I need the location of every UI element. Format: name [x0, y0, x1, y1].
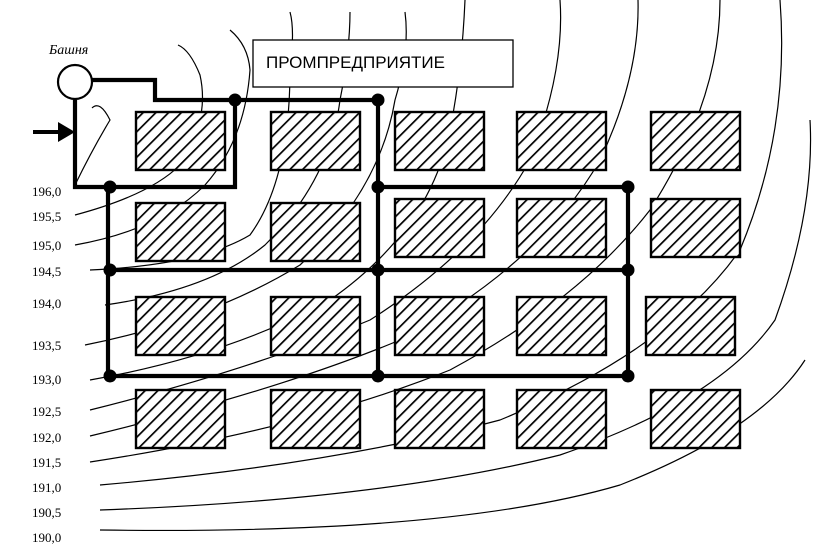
building-block: [393, 110, 486, 172]
inflow-arrow-icon: [33, 122, 75, 142]
junction-node: [103, 369, 117, 383]
building-block: [644, 295, 737, 357]
contour-190-5: [99, 119, 812, 511]
junction-node: [621, 263, 635, 277]
elevation-label: 195,0: [32, 238, 61, 253]
tower-to-network-pipe: [72, 97, 238, 190]
water-tower-icon: [56, 63, 94, 101]
elevation-label: 192,5: [32, 404, 61, 419]
building-block: [649, 388, 742, 450]
building-block: [515, 388, 608, 450]
tower-label: Башня: [48, 43, 88, 58]
building-block: [134, 201, 227, 263]
building-block: [515, 295, 608, 357]
elevation-label: 196,0: [32, 184, 61, 199]
plant-box: ПРОМПРЕДПРИЯТИЕ: [252, 39, 514, 88]
junction-node: [103, 180, 117, 194]
building-block: [269, 388, 362, 450]
elevation-label: 190,0: [32, 530, 61, 545]
elevation-label: 192,0: [32, 430, 61, 445]
elevation-label: 193,5: [32, 338, 61, 353]
elevation-label: 193,0: [32, 372, 61, 387]
building-block: [649, 197, 742, 259]
elevation-label: 191,0: [32, 480, 61, 495]
building-block: [269, 295, 362, 357]
junction-node: [371, 93, 385, 107]
junction-node: [371, 180, 385, 194]
building-block: [134, 110, 227, 172]
tower-feed-pipe: [89, 77, 381, 190]
building-block: [393, 295, 486, 357]
building-block: [515, 197, 608, 259]
contour-196-0: [74, 105, 111, 186]
contour-191-0: [99, 0, 783, 486]
plant-label: ПРОМПРЕДПРИЯТИЕ: [266, 53, 445, 72]
building-block: [269, 110, 362, 172]
elevation-label: 190,5: [32, 505, 61, 520]
building-block: [393, 388, 486, 450]
junction-node: [621, 369, 635, 383]
building-block: [649, 110, 742, 172]
building-block: [393, 197, 486, 259]
junction-node: [621, 180, 635, 194]
junction-nodes: [103, 93, 635, 383]
contour-190-0: [99, 359, 806, 532]
building-block: [269, 201, 362, 263]
contour-192-0: [89, 0, 639, 437]
junction-node: [103, 263, 117, 277]
water-tower: Башня: [48, 43, 94, 101]
elevation-label: 191,5: [32, 455, 61, 470]
junction-node: [371, 263, 385, 277]
building-block: [515, 110, 608, 172]
elevation-label: 194,5: [32, 264, 61, 279]
elevation-label: 194,0: [32, 296, 61, 311]
junction-node: [228, 93, 242, 107]
building-blocks: [134, 110, 742, 450]
building-block: [134, 295, 227, 357]
junction-node: [371, 369, 385, 383]
elevation-label: 195,5: [32, 209, 61, 224]
elevation-labels: 196,0 195,5 195,0 194,5 194,0 193,5 193,…: [32, 184, 61, 545]
building-block: [134, 388, 227, 450]
